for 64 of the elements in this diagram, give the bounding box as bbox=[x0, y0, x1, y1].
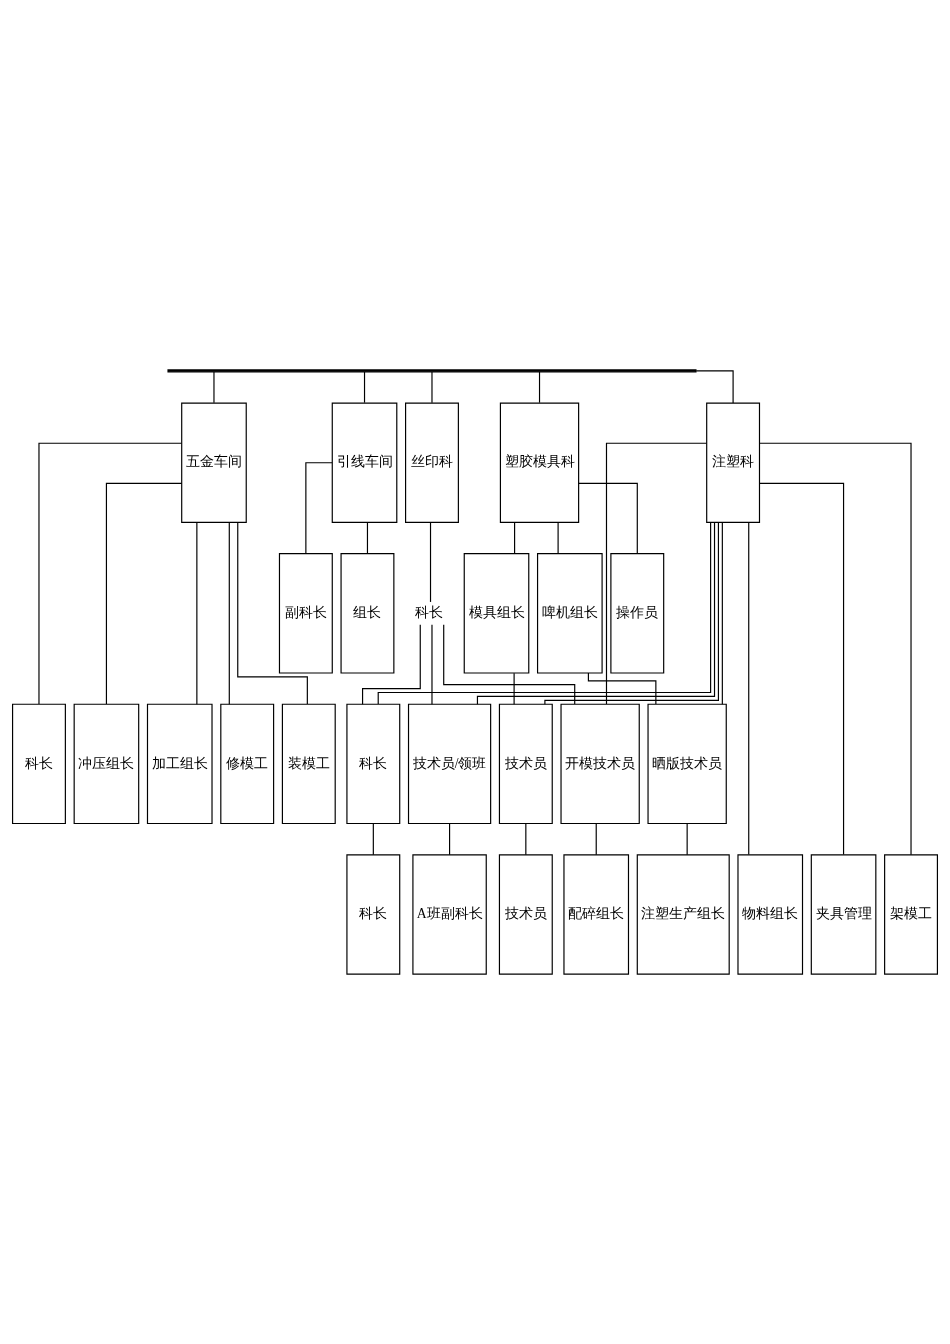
connector bbox=[366, 522, 369, 555]
connector bbox=[377, 521, 712, 705]
node-box: 开模技术员 bbox=[560, 703, 640, 825]
connector bbox=[759, 442, 912, 856]
node-box: 配碎组长 bbox=[563, 854, 630, 975]
connector bbox=[237, 521, 308, 705]
connector bbox=[362, 624, 421, 705]
connector bbox=[758, 482, 845, 856]
node-box: 物料组长 bbox=[737, 854, 804, 975]
connector bbox=[305, 462, 333, 554]
connector bbox=[538, 371, 541, 404]
connector bbox=[513, 672, 515, 705]
node-box: 技术员 bbox=[498, 854, 553, 975]
connector bbox=[557, 522, 559, 555]
connector bbox=[476, 522, 716, 705]
connector bbox=[38, 442, 183, 705]
connector bbox=[748, 522, 750, 856]
connector bbox=[578, 482, 638, 555]
connector bbox=[595, 823, 597, 856]
node-box: 架模工 bbox=[884, 854, 938, 975]
node-box: 技术员/领班 bbox=[407, 703, 492, 825]
connector bbox=[363, 371, 366, 404]
node-text: 科长 bbox=[415, 604, 444, 620]
connector bbox=[429, 522, 432, 603]
node-box: 加工组长 bbox=[146, 703, 213, 825]
connector bbox=[228, 522, 230, 705]
connector bbox=[605, 442, 708, 705]
connector bbox=[525, 823, 527, 856]
connector bbox=[105, 482, 183, 705]
connector bbox=[431, 624, 433, 705]
node-box: 科长 bbox=[346, 703, 401, 825]
connector bbox=[449, 823, 451, 856]
connector bbox=[196, 522, 198, 705]
connector bbox=[544, 521, 719, 705]
node-box: 塑胶模具科 bbox=[499, 402, 580, 523]
node-box: 科长 bbox=[346, 854, 401, 975]
connector bbox=[514, 522, 516, 555]
node-box: 注塑生产组长 bbox=[636, 854, 730, 975]
node-box: 丝印科 bbox=[405, 402, 459, 523]
connector bbox=[587, 672, 657, 705]
node-box: 五金车间 bbox=[181, 402, 247, 523]
connector bbox=[721, 522, 723, 705]
connector bbox=[443, 624, 576, 705]
node-box: 模具组长 bbox=[463, 553, 530, 674]
node-box: 啤机组长 bbox=[537, 553, 603, 674]
node-bar bbox=[167, 369, 697, 373]
node-box: 修模工 bbox=[220, 703, 275, 825]
connector bbox=[686, 823, 688, 856]
node-box: 技术员 bbox=[498, 703, 553, 825]
node-box: 晒版技术员 bbox=[647, 703, 727, 825]
connector bbox=[431, 371, 433, 404]
node-box: 操作员 bbox=[610, 553, 665, 674]
connector bbox=[372, 823, 374, 856]
node-box: 装模工 bbox=[281, 703, 336, 825]
connector bbox=[695, 370, 734, 404]
node-box: 科长 bbox=[12, 703, 66, 825]
node-box: 引线车间 bbox=[331, 402, 398, 523]
node-box: 副科长 bbox=[278, 553, 333, 674]
node-box: 注塑科 bbox=[706, 402, 761, 523]
connector bbox=[213, 371, 215, 404]
node-box: A班副科长 bbox=[412, 854, 487, 975]
node-box: 夹具管理 bbox=[810, 854, 877, 975]
node-box: 冲压组长 bbox=[73, 703, 140, 825]
node-box: 组长 bbox=[340, 553, 395, 674]
